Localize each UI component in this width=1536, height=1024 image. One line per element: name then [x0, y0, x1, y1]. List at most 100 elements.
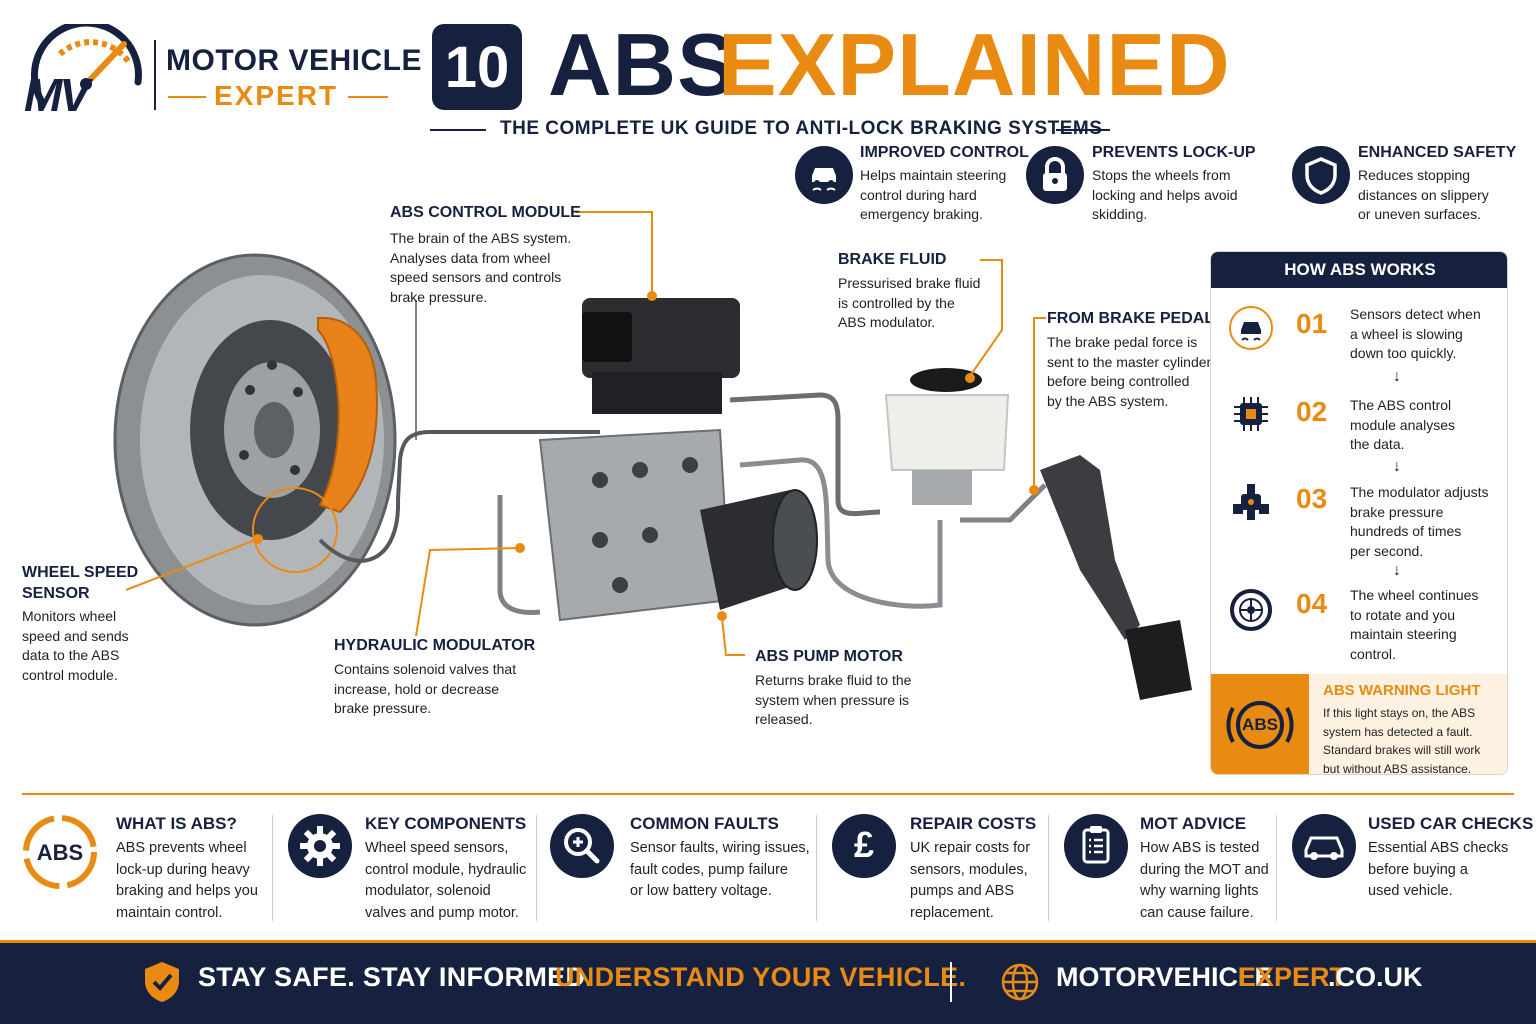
clipboard-icon: [1064, 814, 1128, 878]
shield-icon: [1292, 146, 1350, 204]
callout-title-pump-motor: ABS PUMP MOTOR: [755, 648, 903, 665]
speedometer-logo-icon: [30, 19, 142, 106]
info-text-common-faults: Sensor faults, wiring issues,fault codes…: [630, 840, 810, 899]
brand-name-line1: MOTOR VEHICLE: [166, 44, 422, 77]
info-separator: [272, 815, 273, 921]
feature-title-lockup: PREVENTS LOCK-UP: [1092, 144, 1256, 161]
chip-icon: [1229, 392, 1273, 436]
info-title-what-is-abs: WHAT IS ABS?: [116, 814, 237, 833]
step-number-04: 04: [1296, 588, 1328, 619]
footer-slogan-highlight: UNDERSTAND YOUR VEHICLE.: [555, 962, 967, 992]
info-title-used-car-checks: USED CAR CHECKS: [1368, 814, 1534, 833]
car-icon: [1292, 814, 1356, 878]
logo-rule-right: [348, 96, 388, 98]
website-link-part1[interactable]: MOTORVEHICLE: [1056, 962, 1273, 992]
shield-check-icon: [142, 960, 182, 1004]
padlock-icon: [1026, 146, 1084, 204]
footer-accent-line: [0, 940, 1536, 943]
step-number-01: 01: [1296, 308, 1328, 339]
logo-mark: MV: [24, 69, 90, 121]
logo-divider: [154, 40, 156, 110]
step-number-02: 02: [1296, 396, 1328, 427]
info-title-common-faults: COMMON FAULTS: [630, 814, 779, 833]
website-link-part3[interactable]: .CO.UK: [1328, 962, 1423, 992]
callout-title-modulator: HYDRAULIC MODULATOR: [334, 637, 536, 654]
brake-pedal-illustration: [1040, 455, 1192, 700]
info-title-repair-costs: REPAIR COSTS: [910, 814, 1037, 833]
info-title-key-components: KEY COMPONENTS: [365, 814, 527, 833]
magnifier-icon: [550, 814, 614, 878]
step-arrow-icon: ↓: [1393, 458, 1401, 475]
subtitle-rule-right: [1056, 129, 1110, 131]
step-arrow-icon: ↓: [1393, 562, 1401, 579]
feature-title-safety: ENHANCED SAFETY: [1358, 144, 1517, 161]
page-subtitle: THE COMPLETE UK GUIDE TO ANTI-LOCK BRAKI…: [500, 118, 1103, 139]
page-title-part1: ABS: [548, 15, 737, 114]
step-number-03: 03: [1296, 483, 1328, 514]
brake-caliper-illustration: [317, 316, 378, 514]
warning-badge-text: ABS: [1242, 715, 1278, 734]
footer-slogan: STAY SAFE. STAY INFORMED.: [198, 962, 594, 992]
page-title-part2: EXPLAINED: [718, 15, 1231, 114]
hydraulic-modulator-illustration: [538, 428, 732, 622]
pound-symbol: £: [853, 824, 875, 865]
car-skid-icon: [795, 146, 853, 204]
brand-name-line2: EXPERT: [214, 80, 339, 111]
globe-icon: [1000, 962, 1040, 1002]
wheel-icon: [1227, 586, 1275, 634]
info-separator: [1276, 815, 1277, 921]
info-separator: [816, 815, 817, 921]
abs-badge-icon: ABS: [22, 814, 98, 890]
valve-icon: [1229, 480, 1273, 524]
step-arrow-icon: ↓: [1393, 368, 1401, 385]
callout-text-control-module: The brain of the ABS system.Analyses dat…: [390, 230, 572, 305]
info-text-key-components: Wheel speed sensors,control module, hydr…: [365, 840, 527, 921]
abs-badge-text: ABS: [36, 840, 84, 865]
title-number-badge: 10: [432, 24, 522, 110]
footer-bar: [0, 940, 1536, 1024]
gear-icon: [288, 814, 352, 878]
info-separator: [536, 815, 537, 921]
section-divider: [22, 793, 1514, 795]
callout-title-brake-fluid: BRAKE FLUID: [838, 251, 947, 268]
logo-rule-left: [168, 96, 206, 98]
info-separator: [1048, 815, 1049, 921]
subtitle-rule-left: [430, 129, 486, 131]
brake-disc-illustration: [113, 253, 397, 627]
panel-heading: HOW ABS WORKS: [1211, 252, 1507, 288]
car-skid-icon: [1227, 304, 1275, 352]
abs-control-module-illustration: [582, 298, 740, 414]
abs-pump-motor-illustration: [700, 489, 818, 610]
abs-warning-light-icon: ABS: [1211, 674, 1309, 774]
website-link-part2[interactable]: EXPERT: [1238, 962, 1347, 992]
footer-divider: [950, 962, 952, 1002]
info-title-mot-advice: MOT ADVICE: [1140, 814, 1247, 833]
abs-system-illustration: [113, 211, 1192, 700]
feature-title-control: IMPROVED CONTROL: [860, 144, 1029, 161]
callout-title-control-module: ABS CONTROL MODULE: [390, 204, 581, 221]
callout-title-brake-pedal: FROM BRAKE PEDAL: [1047, 310, 1215, 327]
warning-title: ABS WARNING LIGHT: [1323, 682, 1481, 699]
brand-logo: MV: [20, 19, 150, 124]
pound-icon: £: [832, 814, 896, 878]
brake-fluid-reservoir-illustration: [884, 368, 1010, 505]
